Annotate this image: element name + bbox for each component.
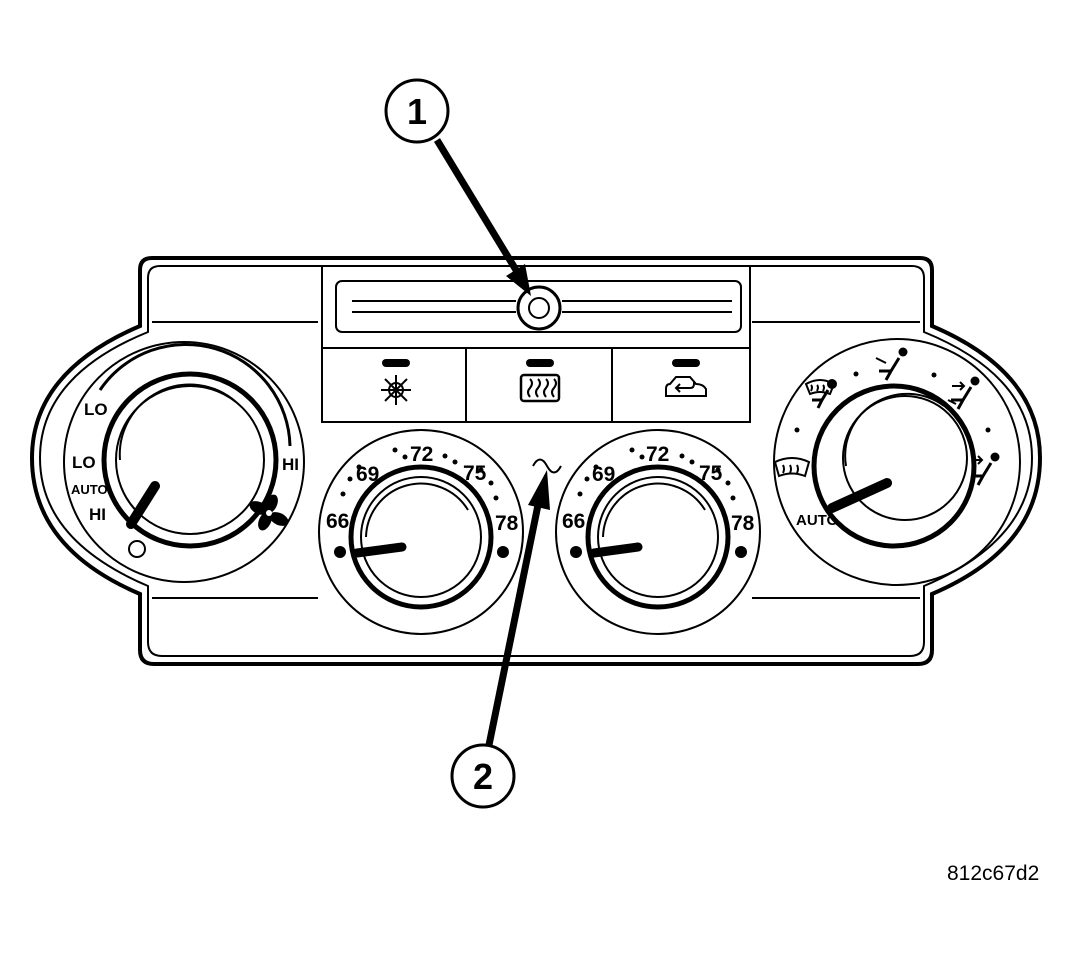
blower-knob-pointer xyxy=(126,481,160,529)
left-temp-label-66: 66 xyxy=(326,510,349,533)
blower-speed-knob[interactable] xyxy=(101,371,279,549)
windshield-floor-mode-icon xyxy=(804,379,837,409)
mode-dial-dots xyxy=(794,371,991,433)
recirculation-button[interactable] xyxy=(665,359,707,397)
top-button-module xyxy=(321,265,751,423)
left-temp-knob[interactable] xyxy=(348,464,494,610)
callout-2: 2 xyxy=(450,470,550,809)
blower-label-auto: AUTO xyxy=(71,482,108,497)
figure-code: 812c67d2 xyxy=(947,862,1039,885)
blower-dial-bezel xyxy=(63,341,305,583)
panel-mode-icon xyxy=(875,347,908,381)
bi-level-mode-icon xyxy=(947,376,980,410)
right-temp-label-75: 75 xyxy=(699,462,723,485)
recirculation-car-icon xyxy=(665,376,707,397)
right-temp-label-72: 72 xyxy=(646,443,669,466)
mode-selector-knob[interactable] xyxy=(811,383,977,549)
blower-label-lo: LO xyxy=(72,453,96,472)
rear-defrost-indicator-light xyxy=(526,359,554,367)
blower-indicator-light xyxy=(128,540,146,558)
sunload-sensor xyxy=(516,285,562,331)
fan-icon xyxy=(249,494,289,531)
right-temp-dial-bezel xyxy=(555,429,761,635)
callout-2-label: 2 xyxy=(473,756,493,797)
ac-indicator-light xyxy=(382,359,410,367)
right-temp-label-66: 66 xyxy=(562,510,585,533)
left-temp-knob-pointer xyxy=(352,542,407,558)
mode-knob-pointer xyxy=(827,478,892,513)
control-panel-housing xyxy=(29,256,1043,666)
rear-defrost-icon xyxy=(519,373,561,403)
right-temp-dial-dots xyxy=(570,447,747,558)
display-slot xyxy=(335,280,742,333)
left-temp-label-72: 72 xyxy=(410,443,433,466)
callout-1-label: 1 xyxy=(407,91,427,132)
right-temp-label-78: 78 xyxy=(731,512,755,535)
right-temp-knob-pointer xyxy=(589,542,643,558)
defrost-mode-icon xyxy=(773,457,811,478)
blower-label-lo-top: LO xyxy=(84,400,108,419)
right-temp-knob[interactable] xyxy=(585,464,731,610)
right-temp-label-69: 69 xyxy=(592,463,615,486)
left-temp-dial-bezel xyxy=(318,429,524,635)
callout-1: 1 xyxy=(384,78,531,296)
ac-button[interactable] xyxy=(381,359,411,405)
left-temp-label-69: 69 xyxy=(356,463,379,486)
left-temp-dial-dots xyxy=(334,447,509,558)
temperature-sensor-grille xyxy=(532,458,562,474)
left-temp-label-78: 78 xyxy=(495,512,519,535)
left-temp-label-75: 75 xyxy=(463,462,487,485)
mode-dial-label-auto: AUTO xyxy=(796,512,839,529)
blower-label-hi: HI xyxy=(89,505,106,524)
snowflake-icon xyxy=(381,375,411,405)
rear-defrost-button[interactable] xyxy=(519,359,561,403)
blower-label-hi-right: HI xyxy=(282,455,299,474)
recirculation-indicator-light xyxy=(672,359,700,367)
